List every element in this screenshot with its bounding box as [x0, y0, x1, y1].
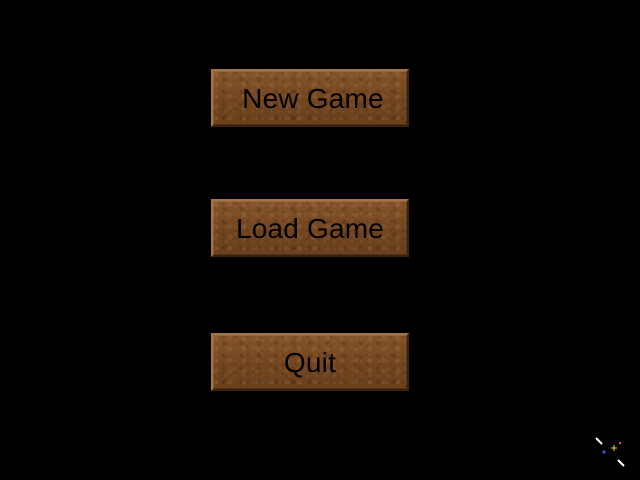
quit-label: Quit: [283, 346, 337, 378]
load-game-button[interactable]: Load Game: [211, 199, 409, 257]
load-game-label: Load Game: [235, 212, 385, 244]
crosshair-cursor-icon: [595, 437, 625, 467]
new-game-label: New Game: [242, 82, 384, 114]
quit-button[interactable]: Quit: [211, 333, 409, 391]
new-game-button[interactable]: New Game: [211, 69, 409, 127]
